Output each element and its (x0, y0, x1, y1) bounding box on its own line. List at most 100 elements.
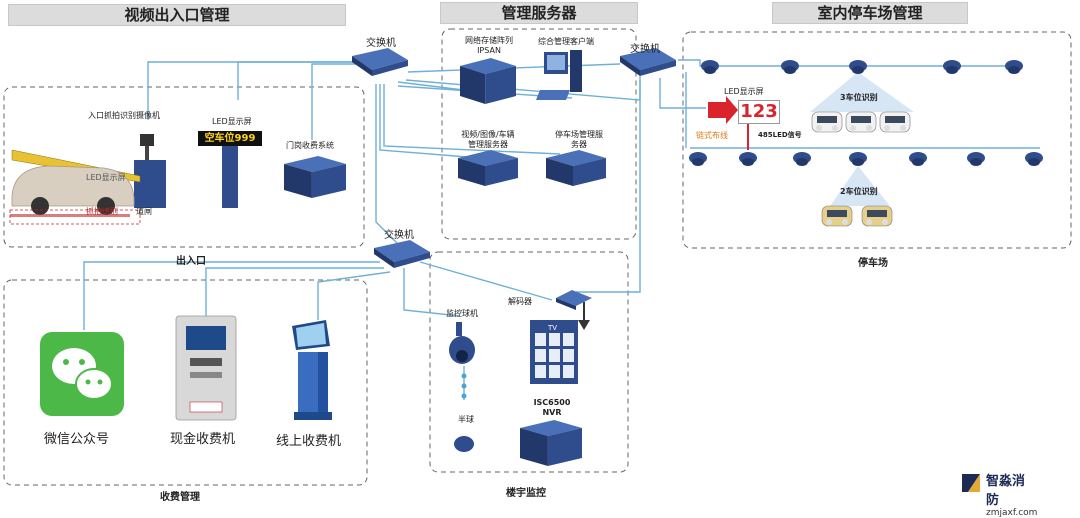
label-barrier: 道闸 (136, 207, 152, 216)
online-kiosk (292, 320, 332, 420)
led-sign-entry: 空车位999 (198, 131, 262, 146)
parking-camera-top-2 (781, 60, 799, 74)
parked-car-4 (821, 205, 853, 227)
label-ipsan: 网络存储阵列 IPSAN (465, 36, 513, 55)
switch-top (352, 48, 408, 76)
cable-vvms (379, 84, 481, 159)
label-spot3: 3车位识别 (840, 93, 878, 102)
cable-right-switch-led (659, 78, 706, 109)
switch-label-right: 交换机 (630, 44, 660, 55)
switch-label-mid: 交换机 (384, 230, 414, 241)
diagram-canvas: TV (3, 28, 1072, 486)
nvr-device (520, 420, 582, 466)
cable-online (317, 271, 391, 320)
label-nvr: ISC6500 NVR (533, 398, 571, 417)
region-entry (3, 86, 365, 248)
cable-decoder (419, 261, 553, 301)
led-park-number: 123 (740, 101, 778, 122)
cable-right-switch-down (576, 80, 641, 293)
label-485: 485LED信号 (758, 131, 802, 139)
header-server: 管理服务器 (440, 2, 638, 24)
tv-wall: TV (530, 320, 578, 384)
region-parking (682, 31, 1072, 249)
label-camera-mark: 抓拍识别 (86, 207, 118, 216)
tv-label: TV (547, 324, 557, 332)
label-car-led: LED显示屏 (86, 173, 126, 182)
brand-name: 智淼消防 (986, 474, 1026, 508)
cable-dome (403, 268, 461, 317)
cable-entry-led (237, 61, 368, 100)
parking-camera-bottom-5 (909, 152, 927, 166)
parking-camera-top-4 (943, 60, 961, 74)
half-dome-icon (454, 436, 474, 452)
beam-3 (810, 72, 914, 112)
parked-car-2 (845, 111, 877, 133)
parking-camera-top-1 (701, 60, 719, 74)
section-parking: 停车场 (858, 258, 888, 269)
cable-parking-top (678, 59, 1020, 67)
parking-camera-bottom-7 (1025, 152, 1043, 166)
label-entry-led: LED显示屏 (212, 117, 252, 126)
camera-mark-box (9, 209, 141, 225)
label-vvms: 视频/图像/车辆 管理服务器 (461, 130, 515, 149)
region-server (441, 28, 637, 240)
parking-camera-bottom-6 (967, 152, 985, 166)
cable-cash (205, 267, 384, 318)
led-park-display: 123 (738, 100, 780, 124)
cable-mid-switch (375, 84, 399, 245)
parked-car-1 (811, 111, 843, 133)
diagram: TV 视频出入口管理 管理服务器 室内停车场管理 交换机 交换机 交换机 网络存… (3, 2, 1072, 518)
parked-car-5 (861, 205, 893, 227)
label-booth: 门岗收费系统 (286, 141, 334, 150)
parking-camera-top-5 (1005, 60, 1023, 74)
parking-camera-bottom-3 (793, 152, 811, 166)
parking-camera-bottom-4 (849, 152, 867, 166)
brand-text: 智淼消防 zmjaxf.com (986, 470, 1037, 518)
cable-wechat (83, 261, 380, 330)
region-fee (3, 279, 368, 486)
parking-camera-bottom-2 (739, 152, 757, 166)
entry-car (10, 165, 135, 217)
booth-device (284, 156, 346, 198)
label-online: 线上收费机 (276, 434, 342, 449)
pms-server (546, 150, 606, 186)
cable-entry-booth (311, 63, 374, 140)
dome-camera-icon (449, 322, 475, 452)
brand-logo-icon (962, 474, 980, 492)
label-pms: 停车场管理服 务器 (555, 130, 603, 149)
section-fee: 收费管理 (160, 492, 200, 503)
ipsan-device (460, 58, 516, 104)
label-decoder: 解码器 (508, 297, 532, 306)
brand-domain: zmjaxf.com (986, 508, 1038, 518)
wechat-icon (40, 332, 124, 416)
label-cash: 现金收费机 (170, 432, 236, 447)
beam-2 (830, 166, 890, 206)
dome-chain-dot-2 (461, 383, 467, 389)
label-chain: 链式布线 (696, 131, 728, 140)
dome-chain-dot-1 (461, 373, 467, 379)
switch-right (620, 48, 676, 76)
led-park-arrow-icon (708, 96, 738, 124)
client-pc (536, 50, 582, 100)
entry-camera-icon (140, 134, 154, 146)
cable-entry-camera (147, 61, 362, 120)
label-half: 半球 (458, 415, 474, 424)
parking-camera-bottom-1 (689, 152, 707, 166)
header-video: 视频出入口管理 (8, 4, 346, 26)
label-spot2: 2车位识别 (840, 187, 878, 196)
region-building (429, 251, 629, 473)
cable-pms (383, 84, 561, 155)
led-pole (222, 146, 238, 208)
vvms-server (458, 150, 518, 186)
cash-kiosk (175, 315, 237, 421)
label-dome: 监控球机 (446, 309, 478, 318)
parked-car-3 (879, 111, 911, 133)
decoder-device (556, 290, 592, 310)
label-wechat: 微信公众号 (44, 432, 110, 447)
label-entry-camera: 入口抓拍识别摄像机 (88, 111, 160, 120)
section-entry: 出入口 (176, 256, 206, 267)
switch-mid (374, 240, 430, 268)
header-parking: 室内停车场管理 (772, 2, 968, 24)
label-led-park: LED显示屏 (724, 87, 764, 96)
led-sign-text: 空车位999 (204, 133, 256, 144)
